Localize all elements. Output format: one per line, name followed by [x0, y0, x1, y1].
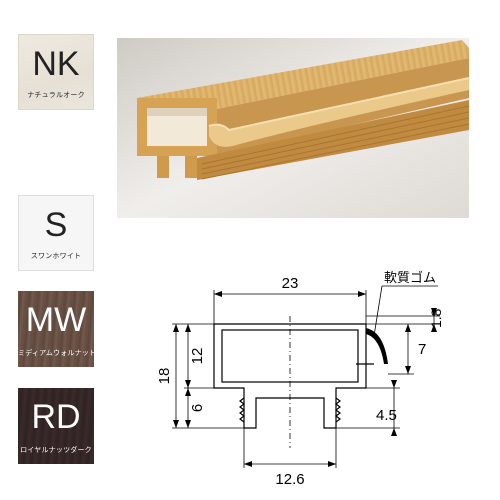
- swatch-swan-white: S スワンホワイト: [18, 195, 94, 271]
- swatch-name: ロイヤルナッツダーク: [20, 446, 92, 454]
- cross-section-drawing: 23 軟質ゴム 1.8 7 18 12 6 4.5 12.6: [148, 268, 448, 490]
- soft-rubber-lip: [366, 328, 388, 364]
- dim-total-height: 18: [156, 368, 173, 385]
- gum-label: 軟質ゴム: [384, 270, 436, 286]
- rib-right: [335, 397, 341, 423]
- dim-upper-height: 12: [189, 348, 206, 365]
- swatch-name: ミディアムウォルナット: [18, 349, 97, 357]
- dim-bottom-gap: 4.5: [376, 407, 397, 424]
- swatch-medium-walnut: MW ミディアムウォルナット: [18, 291, 97, 367]
- product-photo: [117, 38, 469, 218]
- swatch-name: ナチュラルオーク: [27, 91, 85, 99]
- dim-top-gap: 1.8: [428, 308, 444, 328]
- swatch-code: NK: [32, 45, 80, 83]
- swatch-code: MW: [25, 301, 87, 339]
- dim-gum-height: 7: [418, 341, 426, 358]
- swatch-natural-oak: NK ナチュラルオーク: [18, 34, 94, 110]
- swatch-code: S: [44, 206, 68, 244]
- rib-left: [239, 397, 245, 423]
- dim-leg-span: 12.6: [275, 471, 304, 488]
- dim-lower-height: 6: [189, 404, 206, 412]
- swatch-name: スワンホワイト: [30, 252, 82, 260]
- swatch-code: RD: [31, 398, 81, 436]
- swatch-royal-nuts-dark: RD ロイヤルナッツダーク: [18, 388, 94, 464]
- dim-width: 23: [282, 275, 299, 292]
